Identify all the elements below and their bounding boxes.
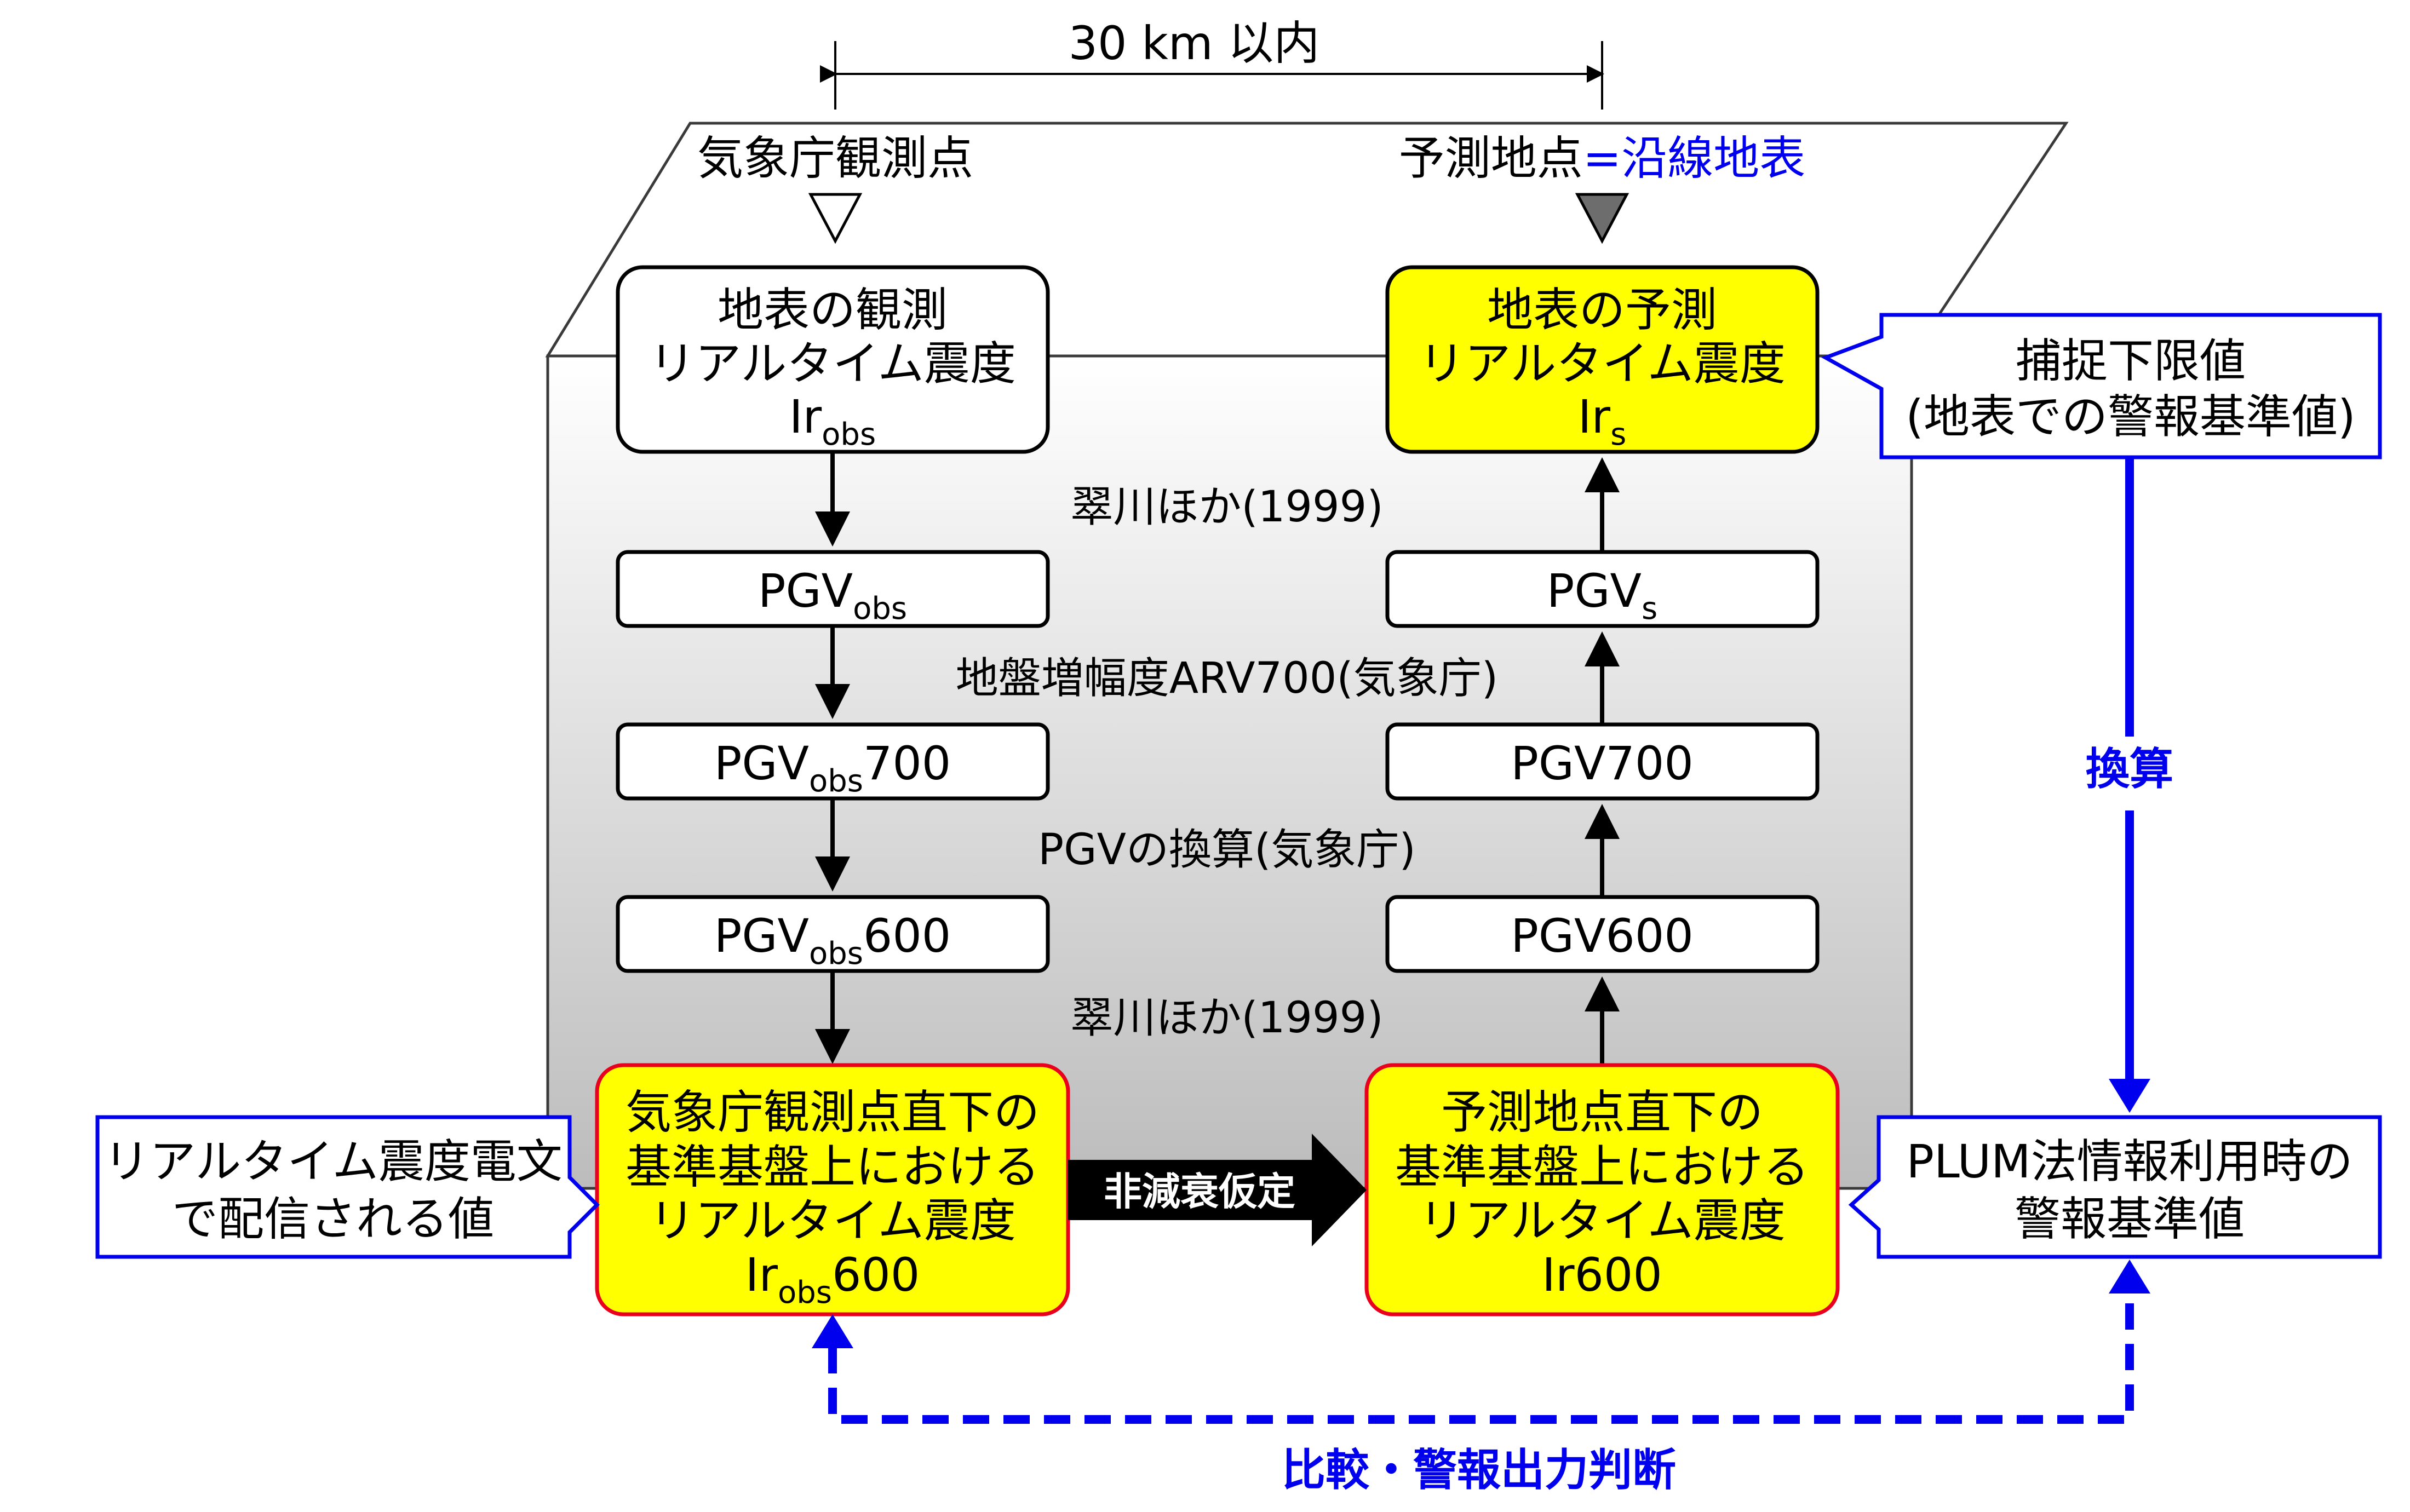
left-pgv700-sub: obs bbox=[809, 763, 863, 799]
right-bedrock-line4: Ir600 bbox=[1542, 1248, 1662, 1302]
left-surface-line2: リアルタイム震度 bbox=[649, 337, 1015, 390]
right-pgv700-box: PGV700 bbox=[1385, 722, 1820, 801]
left-bedrock-value: Irobs600 bbox=[745, 1248, 920, 1310]
left-pgv-label: PGVobs bbox=[758, 564, 907, 626]
callout-right-top: 捕捉下限値 (地表での警報基準値) bbox=[1821, 313, 2382, 459]
right-bedrock-line1: 予測地点直下の bbox=[1441, 1085, 1763, 1139]
non-attenuation-arrow: 非減衰仮定 bbox=[1068, 1134, 1367, 1246]
left-pgv600-main: PGV bbox=[714, 909, 809, 963]
conversion-step3-label: PGVの換算(気象庁) bbox=[1038, 825, 1416, 875]
conversion-arrowhead-icon bbox=[2109, 1079, 2150, 1113]
left-pgv700-tail: 700 bbox=[863, 737, 951, 790]
callout-right-bottom: PLUM法情報利用時の 警報基準値 bbox=[1848, 1115, 2382, 1259]
left-bedrock-box: 気象庁観測点直下の 基準基盤上における リアルタイム震度 Irobs600 bbox=[595, 1063, 1070, 1316]
right-surface-value-sub: s bbox=[1610, 417, 1626, 452]
conversion-arrow: 換算 bbox=[2086, 457, 2173, 1113]
right-pgv-main: PGV bbox=[1547, 564, 1642, 618]
right-surface-predicted-box: 地表の予測 リアルタイム震度 Irs bbox=[1385, 265, 1820, 454]
distance-indicator: 30 km 以内 bbox=[820, 16, 1604, 110]
callout-right-bottom-line1: PLUM法情報利用時の bbox=[1906, 1135, 2352, 1188]
distance-label: 30 km 以内 bbox=[1069, 16, 1320, 70]
right-surface-line2: リアルタイム震度 bbox=[1419, 337, 1785, 390]
callout-left: リアルタイム震度電文 で配信される値 bbox=[95, 1115, 600, 1259]
right-pgv600-box: PGV600 bbox=[1385, 895, 1820, 973]
left-bedrock-value-main: Ir bbox=[745, 1248, 778, 1302]
non-attenuation-label: 非減衰仮定 bbox=[1104, 1169, 1295, 1214]
right-bedrock-box: 予測地点直下の 基準基盤上における リアルタイム震度 Ir600 bbox=[1364, 1063, 1840, 1316]
prediction-point-label-main: 予測地点 bbox=[1399, 131, 1583, 185]
left-pgv600-tail: 600 bbox=[863, 909, 951, 963]
callout-left-line2: で配信される値 bbox=[172, 1192, 494, 1246]
callout-right-top-line1: 捕捉下限値 bbox=[2016, 334, 2246, 388]
right-surface-value: Irs bbox=[1578, 390, 1627, 452]
right-bedrock-line2: 基準基盤上における bbox=[1395, 1140, 1809, 1194]
left-pgv700-box: PGVobs700 bbox=[616, 722, 1050, 801]
comparison-arrowhead-right-icon bbox=[2109, 1260, 2150, 1293]
callout-left-line1: リアルタイム震度電文 bbox=[104, 1135, 562, 1188]
left-pgv700-main: PGV bbox=[714, 737, 809, 790]
left-pgv700-label: PGVobs700 bbox=[714, 737, 951, 799]
left-pgv600-box: PGVobs600 bbox=[616, 895, 1050, 973]
right-pgv600-label: PGV600 bbox=[1511, 909, 1694, 963]
filled-triangle-marker-icon bbox=[1575, 193, 1629, 244]
right-surface-line1: 地表の予測 bbox=[1487, 283, 1717, 337]
left-bedrock-line3: リアルタイム震度 bbox=[649, 1194, 1015, 1247]
left-pgv-box: PGVobs bbox=[616, 550, 1050, 628]
right-pgv-sub: s bbox=[1642, 591, 1657, 626]
conversion-step2-label: 地盤増幅度ARV700(気象庁) bbox=[956, 654, 1498, 703]
prediction-point-label-suffix: =沿線地表 bbox=[1583, 131, 1805, 185]
left-surface-value-sub: obs bbox=[822, 417, 876, 452]
left-surface-value: Irobs bbox=[789, 390, 876, 452]
right-pgv-label: PGVs bbox=[1547, 564, 1657, 626]
conversion-arrow-label: 換算 bbox=[2086, 744, 2173, 795]
left-surface-observed-box: 地表の観測 リアルタイム震度 Irobs bbox=[616, 265, 1050, 454]
left-bedrock-line2: 基準基盤上における bbox=[626, 1140, 1040, 1194]
right-pgv-box: PGVs bbox=[1385, 550, 1820, 628]
callout-right-bottom-line2: 警報基準値 bbox=[2015, 1192, 2245, 1246]
left-pgv-main: PGV bbox=[758, 564, 853, 618]
left-surface-value-main: Ir bbox=[789, 390, 822, 444]
left-bedrock-line1: 気象庁観測点直下の bbox=[626, 1085, 1040, 1139]
left-bedrock-value-tail: 600 bbox=[832, 1248, 920, 1302]
left-pgv600-label: PGVobs600 bbox=[714, 909, 951, 971]
callout-right-top-line2: (地表での警報基準値) bbox=[1906, 390, 2356, 444]
comparison-label: 比較・警報出力判断 bbox=[1282, 1445, 1676, 1496]
prediction-point-label: 予測地点=沿線地表 bbox=[1399, 131, 1805, 185]
left-pgv-sub: obs bbox=[853, 591, 907, 626]
left-bedrock-value-sub: obs bbox=[778, 1275, 832, 1310]
conversion-step4-label: 翠川ほか(1999) bbox=[1070, 993, 1383, 1043]
hollow-triangle-marker-icon bbox=[808, 193, 863, 244]
conversion-step1-label: 翠川ほか(1999) bbox=[1070, 482, 1383, 532]
right-bedrock-line3: リアルタイム震度 bbox=[1419, 1194, 1785, 1247]
left-surface-line1: 地表の観測 bbox=[718, 283, 948, 337]
left-pgv600-sub: obs bbox=[809, 936, 863, 971]
comparison-arrow: 比較・警報出力判断 bbox=[812, 1260, 2150, 1496]
right-surface-value-main: Ir bbox=[1578, 390, 1611, 444]
observation-point-label: 気象庁観測点 bbox=[697, 131, 973, 185]
comparison-arrowhead-left-icon bbox=[812, 1314, 853, 1348]
right-pgv700-label: PGV700 bbox=[1511, 737, 1694, 790]
